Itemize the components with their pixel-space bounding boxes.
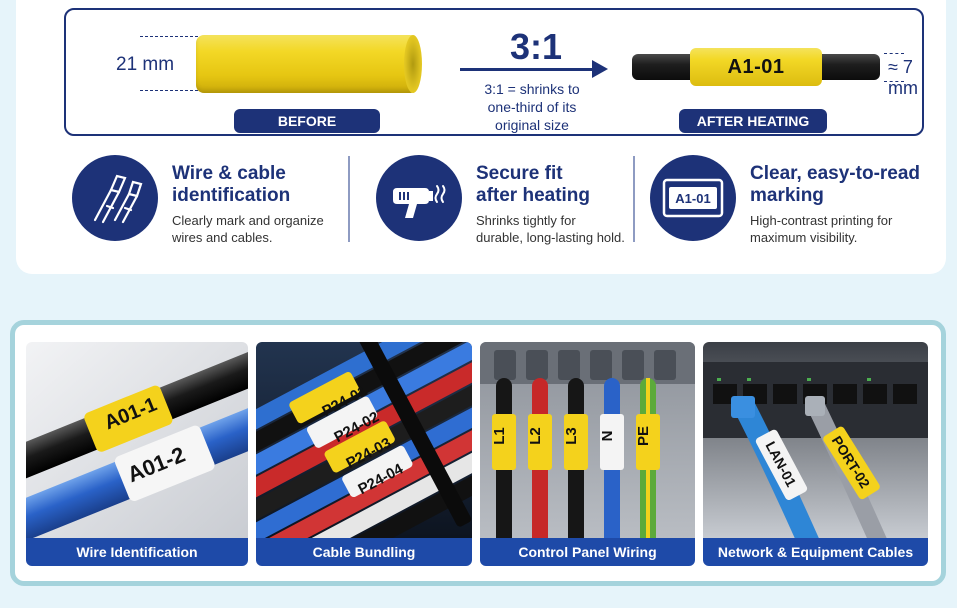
terminal-label: N <box>599 431 616 442</box>
divider <box>633 156 635 242</box>
application-wire-identification: A01-1 A01-2 Wire Identification <box>26 342 248 566</box>
feature-title-line: Secure fit <box>476 163 563 184</box>
feature-description: Shrinks tightly for durable, long-lastin… <box>476 212 656 246</box>
terminal-label: L2 <box>527 427 544 445</box>
application-cable-bundling: P24-01 P24-02 P24-03 P24-04 Cable Bundli… <box>256 342 472 566</box>
feature-description-line: High-contrast printing for <box>750 213 893 228</box>
before-heating-label: BEFORE HEATING <box>234 109 380 153</box>
shrunk-sleeve: A1-01 <box>690 48 822 86</box>
shrink-ratio-panel: 21 mm BEFORE HEATING 3:1 3:1 = shrinks t… <box>64 8 924 153</box>
ratio-description-line: original size <box>495 117 569 133</box>
terminal-label: L1 <box>491 427 508 445</box>
feature-description-line: Shrinks tightly for <box>476 213 576 228</box>
dimension-line <box>140 90 198 91</box>
application-control-panel-wiring: L1 L2 L3 N PE Control Panel Wiring <box>480 342 695 566</box>
application-caption: Cable Bundling <box>256 538 472 566</box>
feature-title-line: Wire & cable <box>172 163 286 184</box>
dimension-line <box>884 53 904 54</box>
heat-gun-icon <box>376 155 462 241</box>
ratio-description: 3:1 = shrinks to one-third of its origin… <box>466 80 598 134</box>
label-icon-text: A1-01 <box>675 191 710 206</box>
control-panel-photo: L1 L2 L3 N PE <box>480 342 695 538</box>
shrink-ratio: 3:1 <box>509 26 563 67</box>
feature-description-line: Clearly mark and organize <box>172 213 324 228</box>
divider <box>348 156 350 242</box>
feature-description-line: maximum visibility. <box>750 230 858 245</box>
feature-description-line: wires and cables. <box>172 230 273 245</box>
ratio-description-line: 3:1 = shrinks to <box>484 81 580 97</box>
application-caption: Wire Identification <box>26 538 248 566</box>
arrow-head-icon <box>592 60 608 78</box>
cable-bundling-photo: P24-01 P24-02 P24-03 P24-04 <box>256 342 472 538</box>
tube-before-heating <box>196 35 418 93</box>
terminal-label: PE <box>635 426 652 446</box>
feature-title-line: identification <box>172 185 291 206</box>
feature-title: Clear, easy-to-read marking <box>750 163 950 207</box>
feature-description-line: durable, long-lasting hold. <box>476 230 625 245</box>
application-network-cables: LAN-01 PORT-02 Network & Equipment Cable… <box>703 342 928 566</box>
feature-title-line: after heating <box>476 185 591 206</box>
application-caption: Control Panel Wiring <box>480 538 695 566</box>
network-equipment-photo: LAN-01 PORT-02 <box>703 342 928 538</box>
feature-title: Wire & cable identification <box>172 163 372 207</box>
feature-title-line: Clear, easy-to-read <box>750 163 921 184</box>
application-caption: Network & Equipment Cables <box>703 538 928 566</box>
arrow-icon <box>460 68 596 71</box>
before-diameter: 21 mm <box>116 54 175 75</box>
feature-title: Secure fit after heating <box>476 163 676 207</box>
shrink-info-card: 21 mm BEFORE HEATING 3:1 3:1 = shrinks t… <box>16 0 946 274</box>
label-icon: A1-01 <box>650 155 736 241</box>
tube-opening <box>404 35 422 93</box>
feature-title-line: marking <box>750 185 824 206</box>
wire-identification-photo: A01-1 A01-2 <box>26 342 248 538</box>
ratio-description-line: one-third of its <box>487 99 577 115</box>
after-heating-label: AFTER HEATING <box>679 109 827 133</box>
applications-gallery: A01-1 A01-2 Wire Identification <box>10 320 946 586</box>
terminal-label: L3 <box>563 427 580 445</box>
feature-description: High-contrast printing for maximum visib… <box>750 212 930 246</box>
dimension-line <box>884 81 904 82</box>
after-diameter: ≈ 7 mm <box>888 57 918 98</box>
wire-icon <box>72 155 158 241</box>
feature-description: Clearly mark and organize wires and cabl… <box>172 212 352 246</box>
dimension-line <box>140 36 198 37</box>
